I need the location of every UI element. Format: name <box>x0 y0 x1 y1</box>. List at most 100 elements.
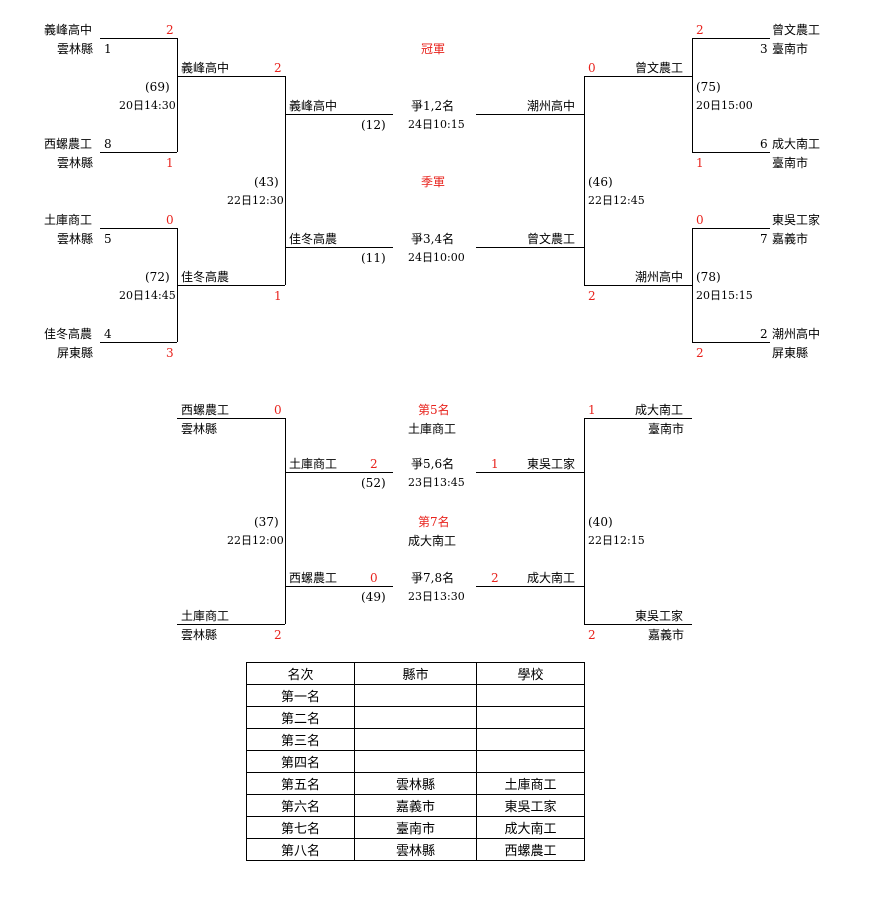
game-time: 20日14:30 <box>119 99 176 112</box>
bracket-line <box>476 114 584 115</box>
fifth-right-score: 1 <box>491 457 499 471</box>
team-seed: 3 <box>760 42 768 56</box>
game-time: 20日15:00 <box>696 99 753 112</box>
seventh-title: 第7名 <box>418 515 450 529</box>
school-cell <box>476 684 585 707</box>
rank-cell: 第四名 <box>246 750 355 773</box>
fifth-winner: 土庫商工 <box>408 422 457 436</box>
team-region: 雲林縣 <box>57 156 94 170</box>
fifth-time: 23日13:45 <box>408 476 465 489</box>
team-score: 2 <box>588 628 596 642</box>
game-number: (72) <box>145 270 170 284</box>
city-cell: 臺南市 <box>354 816 477 839</box>
team-name: 義峰高中 <box>44 23 93 37</box>
team-name: 西螺農工 <box>181 403 230 417</box>
school-cell <box>476 706 585 729</box>
table-row: 第八名 雲林縣 西螺農工 <box>246 838 585 861</box>
table-header: 學校 <box>476 662 585 685</box>
bracket-line <box>100 228 177 229</box>
team-score: 1 <box>166 156 174 170</box>
rank-cell: 第三名 <box>246 728 355 751</box>
team-region: 雲林縣 <box>57 42 94 56</box>
team-name: 土庫商工 <box>44 213 93 227</box>
winner-score: 2 <box>274 61 282 75</box>
rank-cell: 第一名 <box>246 684 355 707</box>
third-label: 爭3,4名 <box>411 232 455 246</box>
rank-cell: 第五名 <box>246 772 355 795</box>
ranking-table: 名次 縣市 學校 第一名 第二名 第三名 第四名 第五名 雲林縣 土庫商工 第六… <box>246 662 585 861</box>
third-time: 24日10:00 <box>408 251 465 264</box>
bracket-line <box>476 472 584 473</box>
bracket-line <box>584 624 692 625</box>
bracket-line <box>100 38 177 39</box>
seventh-left-score: 0 <box>370 571 378 585</box>
game-time: 22日12:15 <box>588 534 645 547</box>
game-number: (78) <box>696 270 721 284</box>
team-name: 東吳工家 <box>635 609 684 623</box>
team-region: 雲林縣 <box>181 422 218 436</box>
bracket-line <box>285 76 286 285</box>
bracket-line <box>584 418 585 624</box>
team-seed: 5 <box>104 232 112 246</box>
fifth-game-number: (52) <box>361 476 386 490</box>
table-row: 第二名 <box>246 706 585 729</box>
team-score: 3 <box>166 346 174 360</box>
team-seed: 8 <box>104 137 112 151</box>
bracket-line <box>285 114 393 115</box>
bracket-line <box>285 418 286 624</box>
final-game-number: (12) <box>361 118 386 132</box>
game-time: 22日12:30 <box>227 194 284 207</box>
seventh-left-team: 西螺農工 <box>289 571 338 585</box>
rank-cell: 第七名 <box>246 816 355 839</box>
winner-score: 0 <box>588 61 596 75</box>
school-cell <box>476 750 585 773</box>
team-score: 2 <box>166 23 174 37</box>
team-seed: 4 <box>104 327 112 341</box>
team-region: 臺南市 <box>648 422 685 436</box>
team-region: 臺南市 <box>772 156 809 170</box>
game-number: (43) <box>254 175 279 189</box>
team-score: 0 <box>696 213 704 227</box>
bracket-line <box>692 228 693 342</box>
city-cell: 嘉義市 <box>354 794 477 817</box>
rank-cell: 第二名 <box>246 706 355 729</box>
game-number: (46) <box>588 175 613 189</box>
school-cell: 土庫商工 <box>476 772 585 795</box>
seventh-right-score: 2 <box>491 571 499 585</box>
game-number: (75) <box>696 80 721 94</box>
table-row: 第四名 <box>246 750 585 773</box>
seventh-game-number: (49) <box>361 590 386 604</box>
bracket-line <box>584 76 692 77</box>
bracket-line <box>100 152 177 153</box>
fifth-left-team: 土庫商工 <box>289 457 338 471</box>
third-title: 季軍 <box>421 175 446 189</box>
rank-cell: 第六名 <box>246 794 355 817</box>
game-number: (37) <box>254 515 279 529</box>
team-name: 成大南工 <box>635 403 684 417</box>
bracket-line <box>476 586 584 587</box>
table-header: 名次 <box>246 662 355 685</box>
team-name: 曾文農工 <box>772 23 821 37</box>
team-region: 嘉義市 <box>772 232 809 246</box>
team-name: 東吳工家 <box>772 213 821 227</box>
fifth-label: 爭5,6名 <box>411 457 455 471</box>
rank-cell: 第八名 <box>246 838 355 861</box>
bracket-line <box>692 38 693 152</box>
team-region: 嘉義市 <box>648 628 685 642</box>
team-score: 0 <box>274 403 282 417</box>
team-score: 0 <box>166 213 174 227</box>
team-region: 屏東縣 <box>772 346 809 360</box>
bracket-line <box>692 228 770 229</box>
bracket-line <box>177 285 285 286</box>
team-region: 雲林縣 <box>181 628 218 642</box>
school-cell: 西螺農工 <box>476 838 585 861</box>
team-name: 西螺農工 <box>44 137 93 151</box>
fifth-left-score: 2 <box>370 457 378 471</box>
bracket-line <box>285 586 393 587</box>
table-header-row: 名次 縣市 學校 <box>246 662 585 685</box>
winner-score: 1 <box>274 289 282 303</box>
team-score: 1 <box>588 403 596 417</box>
game-time: 20日15:15 <box>696 289 753 302</box>
game-number: (69) <box>145 80 170 94</box>
winner-name: 佳冬高農 <box>181 270 230 284</box>
